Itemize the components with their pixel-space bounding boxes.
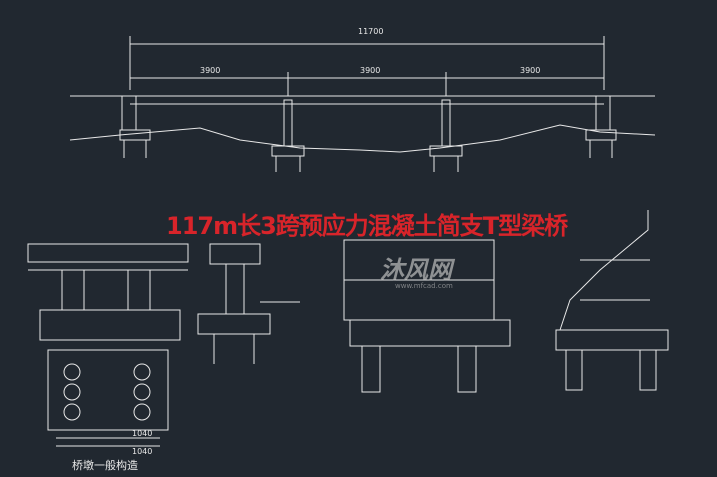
bridge-elevation (69, 95, 656, 172)
span-label-2: 3900 (360, 66, 380, 75)
span-dimensions (130, 72, 604, 96)
drawing-title: 117m长3跨预应力混凝土简支T型梁桥 (166, 212, 568, 240)
pier-dim-1: 1040 (132, 429, 152, 438)
pier-dim-2: 1040 (132, 447, 152, 456)
abutment-front (343, 239, 511, 393)
pier-side-view (197, 243, 300, 364)
pier-elevation-front (27, 243, 189, 447)
watermark-logo: 沐风网 (380, 256, 452, 284)
span-label-1: 3900 (200, 66, 220, 75)
span-label-3: 3900 (520, 66, 540, 75)
total-dimension (129, 36, 605, 90)
watermark-url: www.mfcad.com (395, 282, 453, 290)
pier-caption: 桥墩一般构造 (72, 459, 138, 472)
total-span-label: 11700 (358, 27, 383, 36)
abutment-side (555, 210, 669, 391)
